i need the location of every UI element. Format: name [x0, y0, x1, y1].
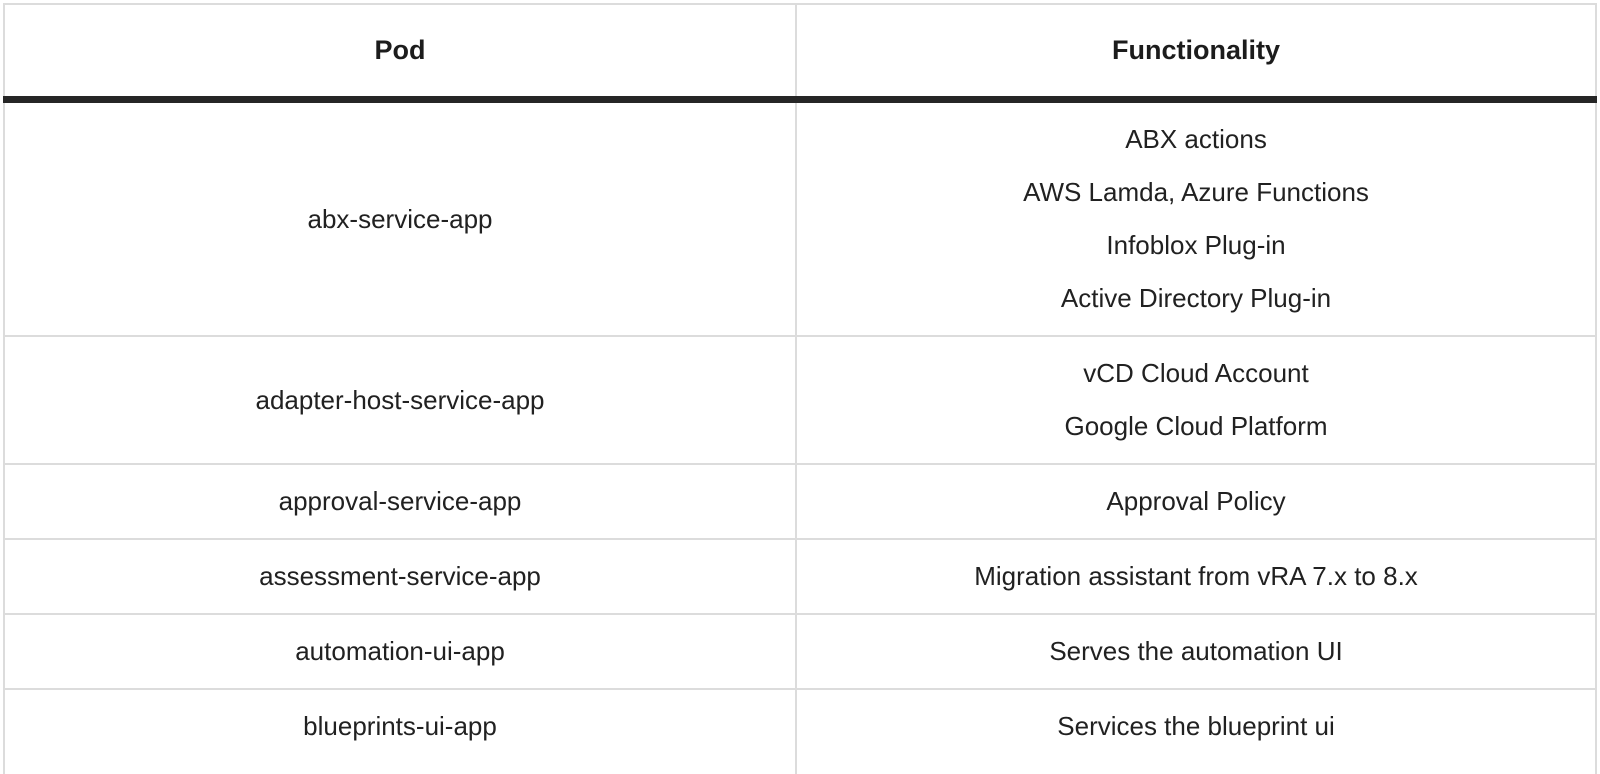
functionality-cell: Approval Policy: [795, 463, 1597, 540]
column-header-pod: Pod: [2, 3, 798, 103]
functionality-line: Migration assistant from vRA 7.x to 8.x: [974, 561, 1418, 591]
functionality-line: Services the blueprint ui: [1057, 711, 1335, 741]
table-row: blueprints-ui-app Services the blueprint …: [2, 688, 1597, 774]
pod-name-cell: blueprints-ui-app: [2, 688, 798, 774]
functionality-line: vCD Cloud Account: [1083, 358, 1309, 388]
functionality-cell: Services the blueprint ui: [795, 688, 1597, 774]
functionality-cell: Migration assistant from vRA 7.x to 8.x: [795, 538, 1597, 615]
pod-name-cell: assessment-service-app: [2, 538, 798, 615]
pod-name-cell: automation-ui-app: [2, 613, 798, 690]
functionality-line: Active Directory Plug-in: [1060, 283, 1332, 313]
table-row: approval-service-app Approval Policy: [2, 463, 1597, 540]
functionality-line: ABX actions: [1125, 124, 1267, 154]
pod-name-cell: abx-service-app: [2, 98, 798, 337]
functionality-line: Approval Policy: [1106, 486, 1286, 516]
header-row: Pod Functionality: [2, 3, 1597, 103]
functionality-line: Serves the automation UI: [1049, 636, 1343, 666]
functionality-line: AWS Lamda, Azure Functions: [1023, 177, 1369, 207]
table-row: automation-ui-app Serves the automation U…: [2, 613, 1597, 690]
column-header-functionality: Functionality: [795, 3, 1597, 103]
functionality-cell: Serves the automation UI: [795, 613, 1597, 690]
functionality-line: Infoblox Plug-in: [1106, 230, 1286, 260]
table-row: assessment-service-app Migration assistan…: [2, 538, 1597, 615]
pod-name-cell: adapter-host-service-app: [2, 335, 798, 465]
pod-name-cell: approval-service-app: [2, 463, 798, 540]
functionality-line: Google Cloud Platform: [1064, 411, 1328, 441]
